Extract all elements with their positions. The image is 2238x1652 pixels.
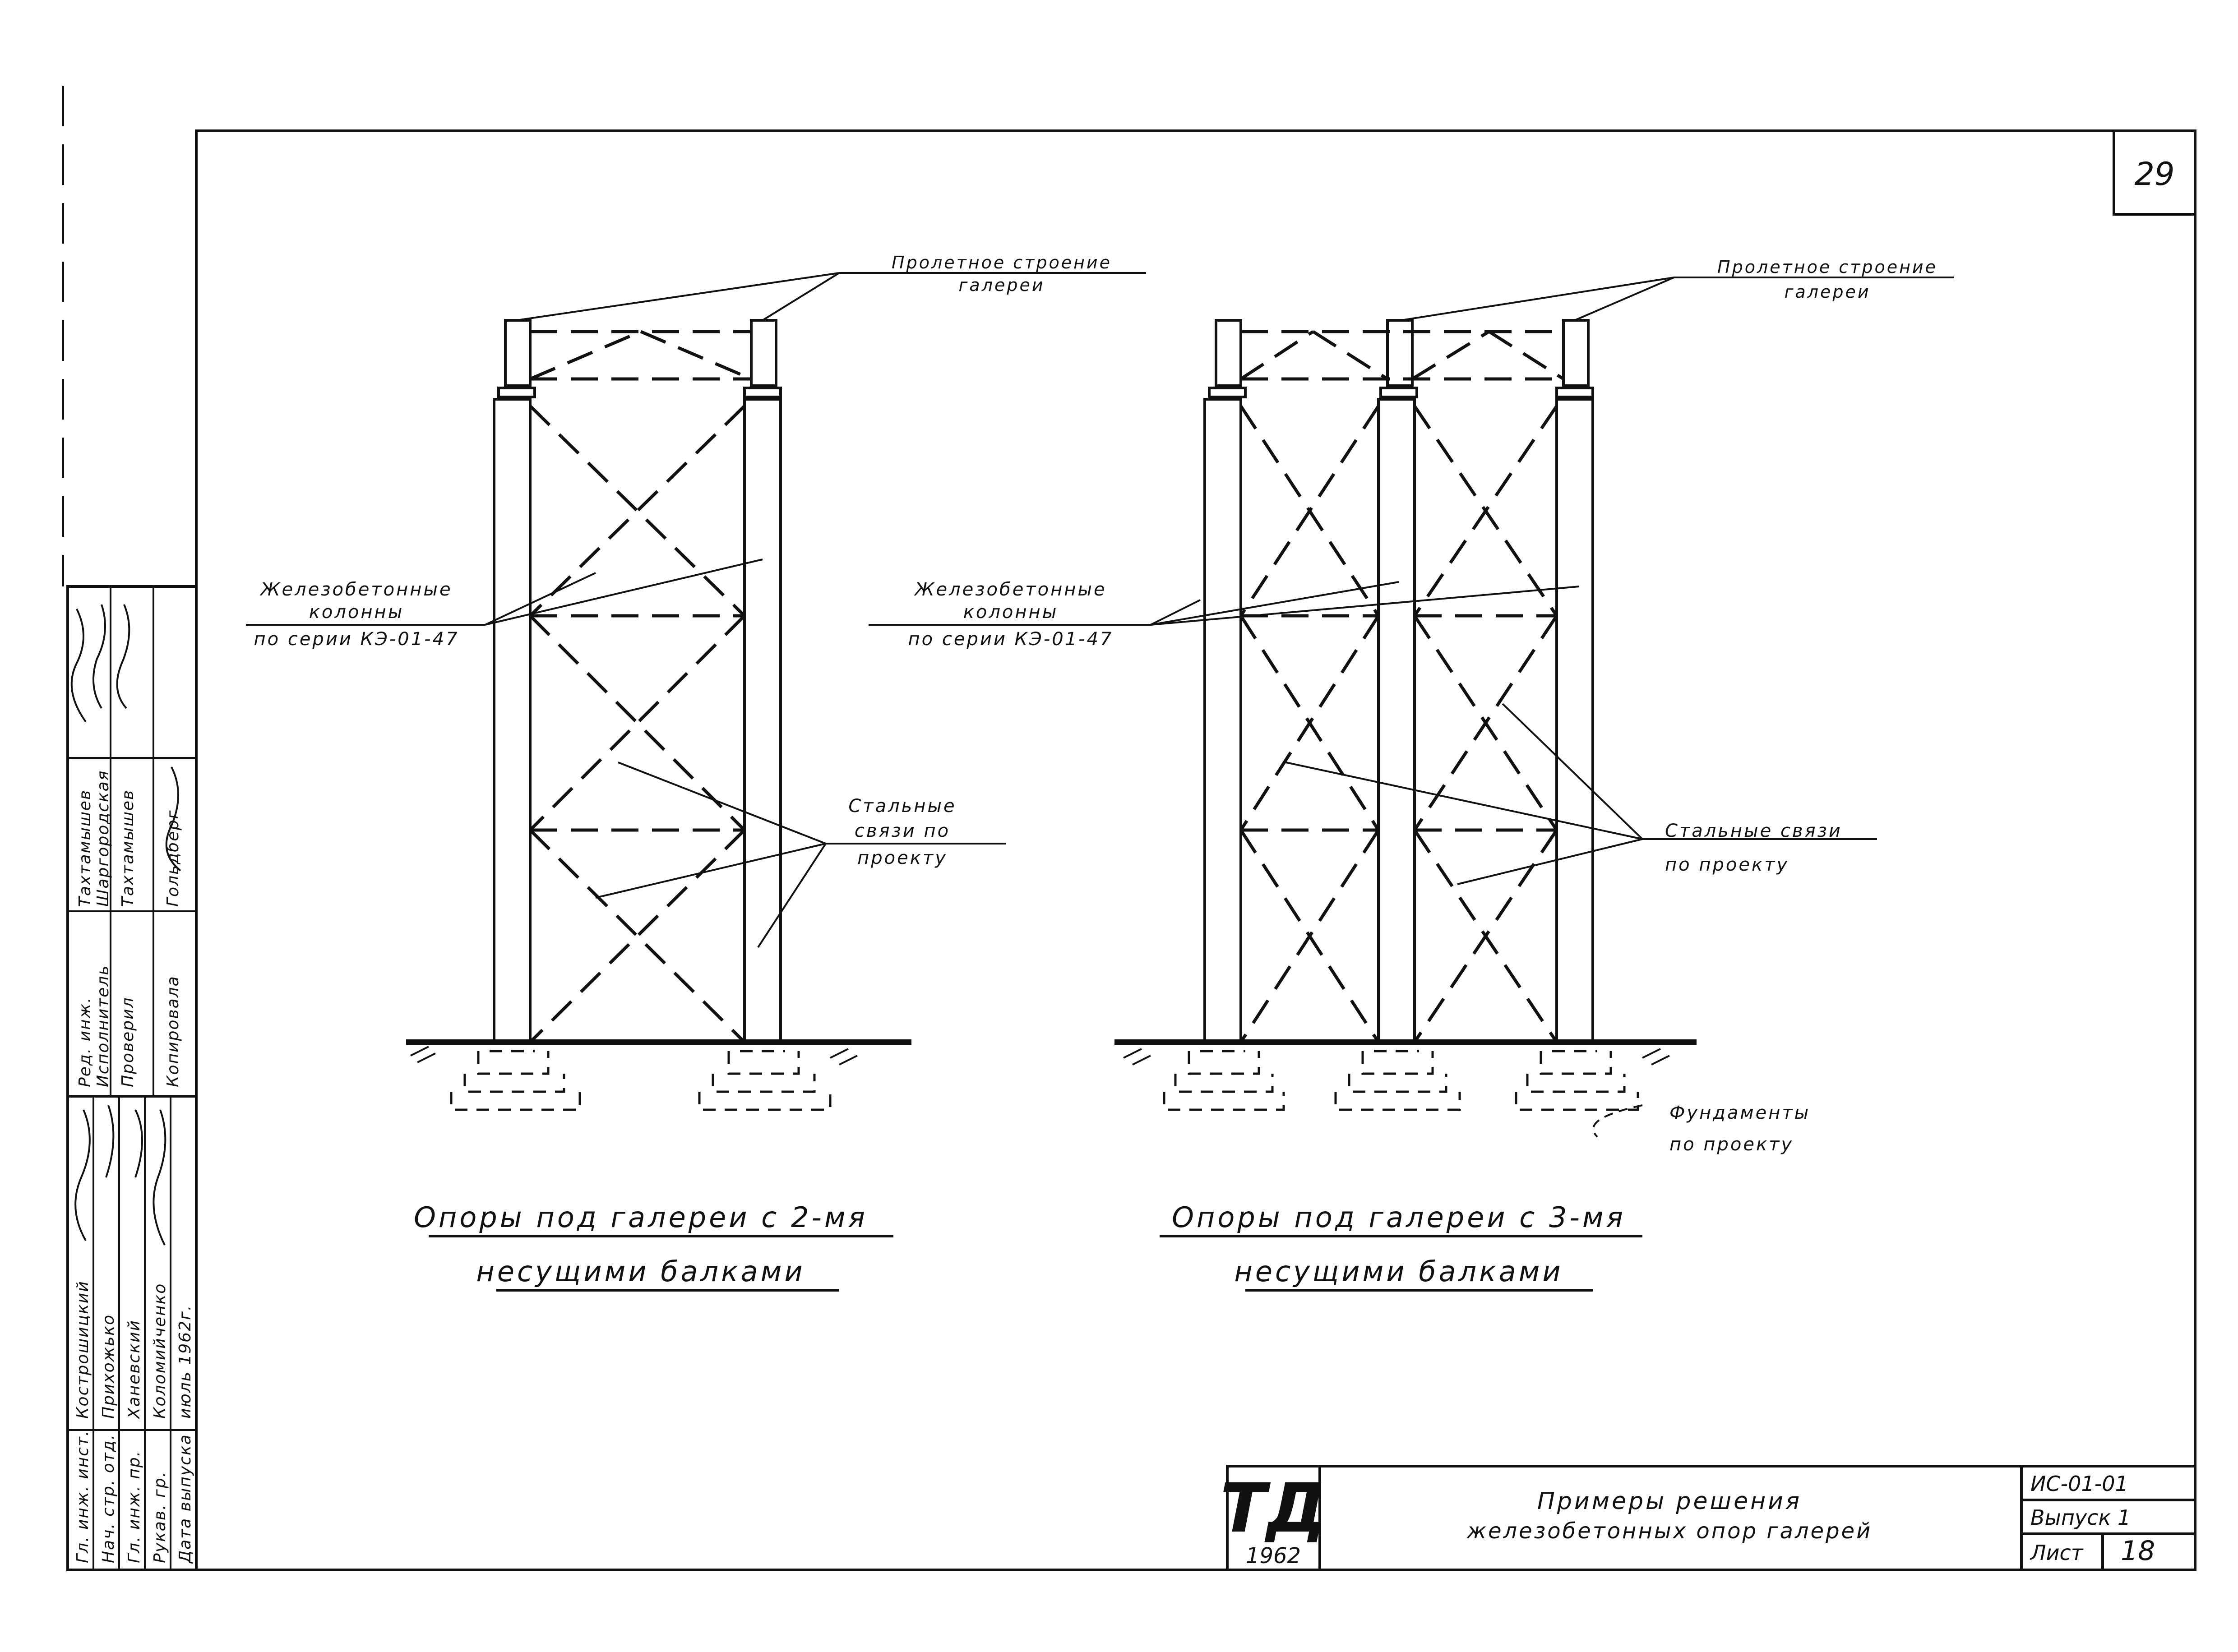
td-logo: ТД 1962 [1220,1469,1327,1569]
title-block: ТД 1962 Примеры решения железобетонных о… [1220,1465,2196,1571]
sheet-label: Лист [2030,1541,2084,1565]
left-caption-2: несущими балками [476,1255,805,1288]
page-number-box: 29 [2113,129,2196,216]
left-girder-2 [750,319,777,387]
stamp-role-1: Ред. инж. [76,997,94,1087]
logo-text: ТД [1220,1469,1327,1548]
left-columns-label-3: по серии КЭ-01-47 [254,629,459,650]
left-foundations [450,1050,832,1111]
right-columns-label-2: колонны [963,602,1059,623]
right-span-label-2: галереи [1784,282,1870,302]
approval-stamp: Ред. инж. Тахтамышев Исполнитель Шаргоро… [66,585,198,1098]
right-girder-1 [1215,319,1242,387]
sheet-title-2: железобетонных опор галерей [1466,1518,1873,1544]
logo-year: 1962 [1246,1543,1301,1569]
right-column-2 [1377,398,1416,1043]
side-role-2: Нач. стр. отд. [99,1434,118,1563]
right-foundation-label-1: Фундаменты [1669,1103,1810,1123]
sheet-frame [62,86,2196,1571]
left-columns-label-2: колонны [309,602,404,623]
side-name-3: Ханевский [125,1320,143,1420]
stamp-role-3: Проверил [119,997,137,1087]
left-columns-label-1: Железобетонные [259,579,452,600]
right-steel-bracing [1239,405,1558,1043]
stamp-role-4: Копировала [164,975,182,1087]
left-steel-bracing [529,405,746,1043]
left-bracing-label-3: проекту [857,848,948,868]
sheet-title-1: Примеры решения [1537,1488,1802,1515]
issue-number: Выпуск 1 [2030,1505,2131,1530]
side-block: Гл. инж. инст. Кострошицкий Нач. стр. от… [66,1095,198,1571]
right-columns-label-3: по серии КЭ-01-47 [908,629,1113,650]
right-support-diagram: Пролетное строение галереи Железобетонны… [869,257,1954,1292]
right-girder-3 [1562,319,1590,387]
right-span-label-1: Пролетное строение [1717,257,1937,277]
right-foundations [1163,1050,1639,1111]
side-name-2: Прихожько [99,1314,118,1419]
side-role-4: Рукав. гр. [151,1471,169,1563]
left-column-2 [743,398,782,1043]
right-bracing-label-1: Стальные связи [1665,821,1842,841]
right-column-1 [1203,398,1242,1043]
side-role-5: Дата выпуска [176,1434,194,1564]
right-caption-1: Опоры под галереи с 3-мя [1172,1201,1626,1234]
stamp-role-2: Исполнитель [94,964,112,1087]
stamp-name-2: Шаргородская [94,770,112,907]
right-column-3 [1555,398,1594,1043]
signatures [70,604,181,872]
side-name-5: июль 1962г. [176,1305,194,1419]
stamp-name-4: Гольдберг [164,810,182,907]
right-columns-label-1: Железобетонные [913,579,1106,600]
left-caption-1: Опоры под галереи с 2-мя [414,1201,868,1234]
page-number: 29 [2134,156,2174,193]
left-girder-1 [504,319,532,387]
left-column-1 [493,398,532,1043]
side-role-1: Гл. инж. инст. [74,1430,92,1563]
right-foundation-label-2: по проекту [1669,1134,1794,1155]
right-bracing-label-2: по проекту [1665,854,1789,875]
left-bracing-label-2: связи по [855,821,950,841]
side-role-3: Гл. инж. пр. [125,1450,143,1563]
left-span-label-2: галереи [958,275,1045,295]
stamp-name-3: Тахтамышев [119,789,137,907]
side-name-1: Кострошицкий [74,1280,92,1419]
document-code: ИС-01-01 [2030,1472,2128,1496]
side-name-4: Коломийченко [151,1283,169,1419]
left-bracing-label-1: Стальные [848,796,956,817]
left-support-diagram: Пролетное строение галереи Железобетонны… [246,253,1146,1292]
stamp-name-1: Тахтамышев [76,789,94,907]
sheet-number: 18 [2121,1535,2155,1567]
right-caption-2: несущими балками [1234,1255,1563,1288]
left-span-label-1: Пролетное строение [892,253,1112,272]
